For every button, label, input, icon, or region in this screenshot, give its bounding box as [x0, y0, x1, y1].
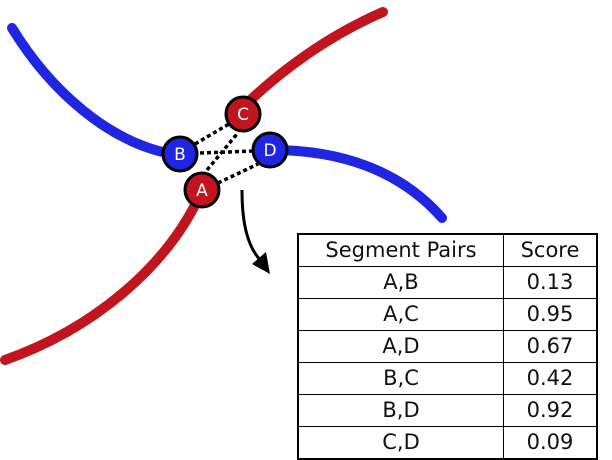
connection-a-d [217, 162, 259, 185]
score-cell: 0.67 [503, 330, 598, 363]
score-cell: 0.42 [503, 362, 598, 395]
score-cell: 0.09 [503, 426, 598, 460]
table-row: B,D 0.92 [297, 394, 598, 427]
arrowhead [252, 252, 270, 274]
header-score: Score [503, 233, 598, 267]
pair-cell: B,D [297, 394, 504, 427]
node-a-label: A [196, 181, 208, 201]
node-d-label: D [263, 141, 276, 161]
table-row: A,C 0.95 [297, 298, 598, 331]
table-row: A,B 0.13 [297, 266, 598, 299]
node-c-circle [224, 95, 262, 133]
table-row: B,C 0.42 [297, 362, 598, 395]
pair-cell: A,B [297, 266, 504, 299]
node-d: D [251, 131, 289, 169]
score-cell: 0.95 [503, 298, 598, 331]
pair-connections [194, 122, 259, 185]
connection-b-c [194, 122, 230, 146]
table-row: C,D 0.09 [297, 426, 598, 460]
pair-cell: A,C [297, 298, 504, 331]
table-row: A,D 0.67 [297, 330, 598, 363]
score-table: Segment Pairs Score A,B 0.13 A,C 0.95 A,… [297, 233, 598, 460]
score-cell: 0.92 [503, 394, 598, 427]
node-b: B [161, 135, 199, 173]
node-b-label: B [174, 145, 186, 165]
connection-b-d [199, 149, 255, 155]
header-segment-pairs: Segment Pairs [297, 233, 504, 267]
node-d-circle [251, 131, 289, 169]
blue-curve [7, 23, 447, 223]
connection-a-c [205, 132, 239, 172]
node-a-circle [183, 171, 221, 209]
pair-cell: A,D [297, 330, 504, 363]
node-b-circle [161, 135, 199, 173]
arrow-to-table [240, 189, 264, 264]
pair-cell: C,D [297, 426, 504, 460]
red-curve [0, 7, 388, 365]
node-a: A [183, 171, 221, 209]
pair-cell: B,C [297, 362, 504, 395]
node-c: C [224, 95, 262, 133]
table-header-row: Segment Pairs Score [297, 233, 598, 267]
node-c-label: C [237, 105, 249, 125]
score-cell: 0.13 [503, 266, 598, 299]
